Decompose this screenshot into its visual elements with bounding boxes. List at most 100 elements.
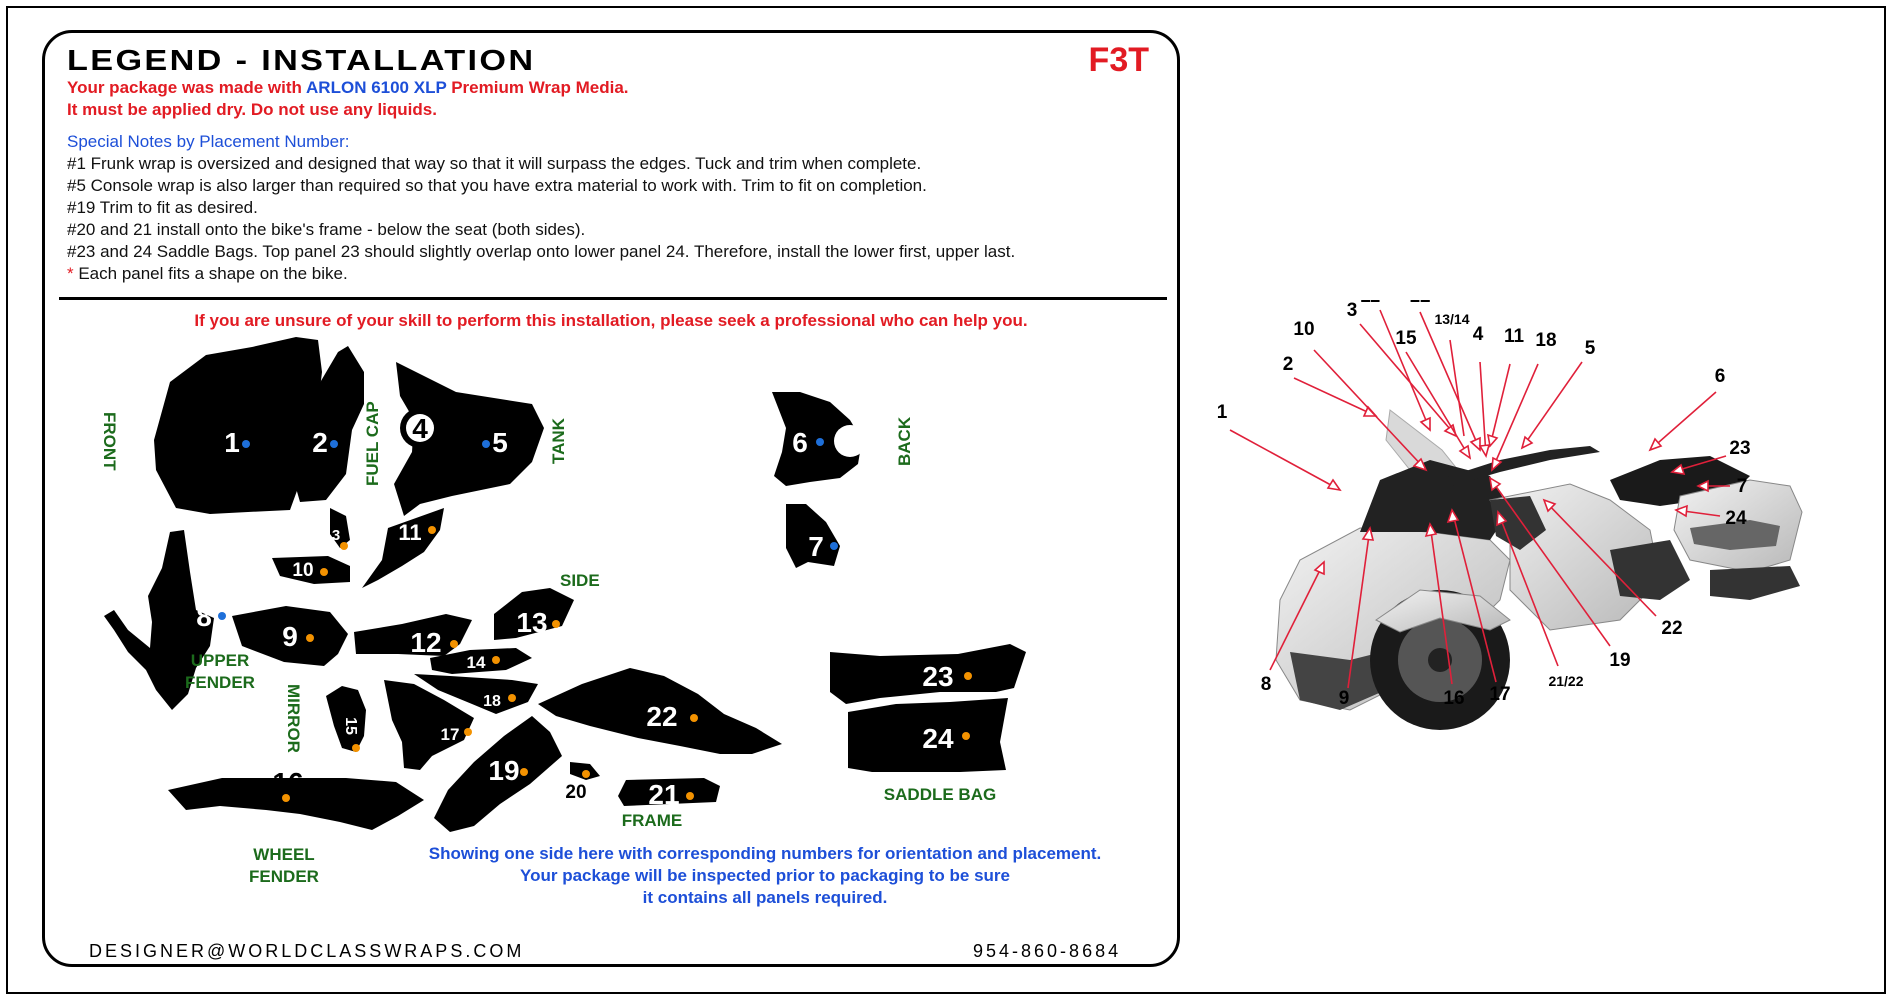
- panel-num-20: 20: [565, 782, 586, 803]
- callout-9: 9: [1339, 688, 1350, 709]
- contact-email: DESIGNER@WORLDCLASSWRAPS.COM: [89, 941, 525, 961]
- panel-num-15: 15: [342, 717, 359, 735]
- panel-22: [538, 668, 782, 754]
- callout-24: 24: [1725, 508, 1747, 529]
- callout-2: 2: [1283, 354, 1294, 375]
- panel-15: [326, 686, 366, 752]
- callout-22: 22: [1661, 618, 1682, 639]
- callout-11a: 11: [1360, 300, 1381, 307]
- panel-num-2: 2: [312, 427, 328, 458]
- callout-11b: 11: [1504, 326, 1525, 347]
- shape-note-text: Each panel fits a shape on the bike.: [73, 264, 348, 283]
- panel-24: [848, 698, 1008, 772]
- label-fuel-cap: FUEL CAP: [363, 401, 382, 486]
- fuel-cap-hole: [406, 414, 434, 442]
- panel-num-3: 3: [332, 527, 340, 544]
- panel-1: [154, 337, 322, 514]
- note-line: #23 and 24 Saddle Bags. Top panel 23 sho…: [67, 242, 1016, 261]
- panel-num-24: 24: [922, 723, 954, 754]
- panel-num-17: 17: [441, 725, 460, 744]
- note-line: #5 Console wrap is also larger than requ…: [67, 176, 927, 195]
- panel-num-13: 13: [516, 607, 547, 638]
- panel-num-4: 4: [412, 413, 428, 444]
- model-code: F3T: [1088, 41, 1149, 79]
- panel-7: [786, 504, 840, 568]
- callout-6: 6: [1715, 366, 1726, 387]
- panel-num-18: 18: [483, 693, 501, 710]
- panel-18: [414, 674, 538, 714]
- callout-7: 7: [1737, 476, 1748, 497]
- callout-21-22: 21/22: [1548, 673, 1583, 689]
- panel-9: [232, 606, 348, 666]
- panel-8: [104, 530, 214, 710]
- panel-num-1: 1: [224, 427, 240, 458]
- callout-15: 15: [1395, 328, 1417, 349]
- panel-num-11: 11: [398, 520, 421, 545]
- package-info: Your package was made with ARLON 6100 XL…: [67, 77, 629, 121]
- panel-12: [354, 614, 472, 656]
- orientation-note: Showing one side here with corresponding…: [365, 843, 1165, 909]
- note-line: #20 and 21 install onto the bike's frame…: [67, 220, 586, 239]
- panel-16: [168, 778, 424, 830]
- panel-num-19: 19: [488, 755, 519, 786]
- package-prefix: Your package was made with: [67, 78, 307, 97]
- label-upper-fender-2: FENDER: [185, 673, 255, 692]
- legend-panel: LEGEND - INSTALLATION F3T Your package w…: [42, 30, 1180, 967]
- orientation-line: it contains all panels required.: [642, 888, 888, 907]
- panel-14: [430, 648, 532, 674]
- legend-title: LEGEND - INSTALLATION: [67, 45, 536, 77]
- panel-11: [362, 508, 444, 588]
- note-line: #19 Trim to fit as desired.: [67, 198, 258, 217]
- label-saddle-bag: SADDLE BAG: [884, 785, 996, 804]
- panel-21: [618, 778, 720, 806]
- label-frame: FRAME: [622, 811, 682, 830]
- label-mirror: MIRROR: [284, 684, 303, 753]
- callout-23: 23: [1729, 438, 1750, 459]
- product-name: ARLON 6100 XLP: [306, 78, 447, 97]
- callout-19: 19: [1609, 650, 1630, 671]
- panel-19: [434, 716, 562, 832]
- label-upper-fender-1: UPPER: [191, 651, 250, 670]
- panel-num-12: 12: [410, 627, 441, 658]
- note-line: #1 Frunk wrap is oversized and designed …: [67, 154, 922, 173]
- special-notes: Special Notes by Placement Number: #1 Fr…: [67, 131, 1015, 285]
- panel-17: [384, 680, 474, 770]
- callout-16: 16: [1443, 688, 1464, 709]
- panel-num-5: 5: [492, 427, 508, 458]
- callout-1: 1: [1217, 402, 1228, 423]
- callout-3: 3: [1347, 300, 1358, 321]
- package-suffix: Premium Wrap Media.: [446, 78, 629, 97]
- contact-phone: 954-860-8684: [973, 941, 1122, 961]
- callout-leaders: [1229, 309, 1730, 689]
- callout-4: 4: [1473, 324, 1484, 345]
- label-back: BACK: [895, 416, 914, 466]
- panel-6: [772, 392, 862, 486]
- panel-diagram: 1 2 3 5 6 7 8 9 10 11 12 13 14 15 17 18 …: [100, 337, 1026, 886]
- asterisk: *: [67, 264, 74, 283]
- panel-num-23: 23: [922, 661, 953, 692]
- callout-13-14: 13/14: [1434, 311, 1469, 327]
- panel-num-14: 14: [467, 653, 486, 672]
- label-tank: TANK: [549, 417, 568, 464]
- panel-num-6: 6: [792, 427, 808, 458]
- panel-num-9: 9: [282, 621, 298, 652]
- warning-text: If you are unsure of your skill to perfo…: [194, 311, 1028, 330]
- back-panel-hole: [834, 425, 866, 457]
- panel-num-21: 21: [648, 779, 679, 810]
- panel-23: [830, 644, 1026, 704]
- bike-illustration: 1 2 10 3 11 12 15 13/14 4 11 18 5 6 23 7…: [1217, 300, 1803, 730]
- panel-num-8: 8: [196, 601, 212, 632]
- package-line: Your package was made with ARLON 6100 XL…: [67, 77, 629, 99]
- callout-10: 10: [1293, 319, 1314, 340]
- label-wheel-fender-1: WHEEL: [253, 845, 314, 864]
- panel-num-16: 16: [272, 767, 303, 798]
- outer-frame: [6, 6, 1886, 994]
- placement-dots: [218, 438, 972, 802]
- callout-18: 18: [1535, 330, 1556, 351]
- callout-17: 17: [1489, 684, 1510, 705]
- panel-num-10: 10: [292, 560, 313, 581]
- notes-heading: Special Notes by Placement Number:: [67, 132, 350, 151]
- panel-num-22: 22: [646, 701, 677, 732]
- panel-10: [272, 556, 350, 584]
- label-wheel-fender-2: FENDER: [249, 867, 319, 886]
